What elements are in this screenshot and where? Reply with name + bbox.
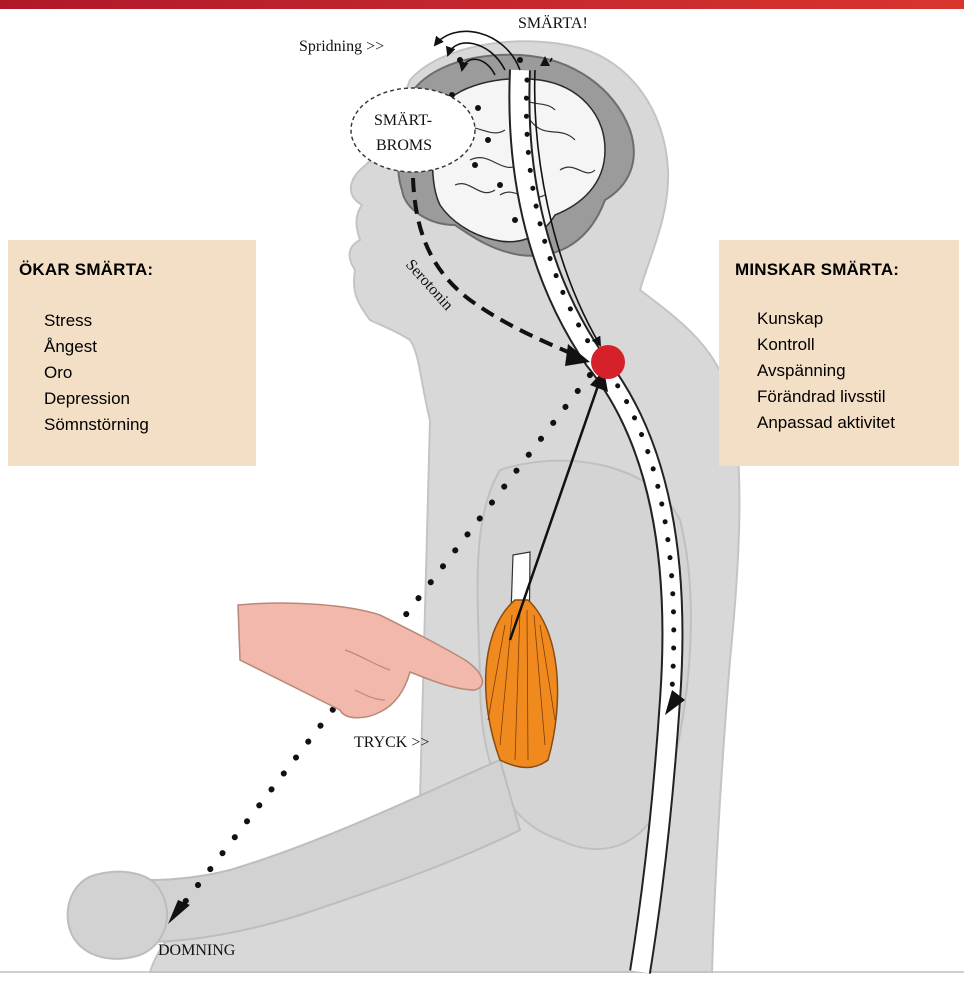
fist — [68, 872, 167, 959]
list-item: Ångest — [44, 334, 149, 360]
list-item: Anpassad aktivitet — [757, 410, 895, 436]
list-item: Avspänning — [757, 358, 895, 384]
label-pain: SMÄRTA! — [518, 14, 588, 32]
reduces-pain-list: Kunskap Kontroll Avspänning Förändrad li… — [757, 306, 895, 436]
list-item: Oro — [44, 360, 149, 386]
label-pressure: TRYCK >> — [354, 734, 429, 751]
label-numbness: DOMNING — [158, 942, 236, 959]
reduces-pain-title: MINSKAR SMÄRTA: — [735, 260, 899, 280]
list-item: Kontroll — [757, 332, 895, 358]
increases-pain-title: ÖKAR SMÄRTA: — [19, 260, 153, 280]
list-item: Sömnstörning — [44, 412, 149, 438]
label-pain-brake-2: BROMS — [376, 137, 432, 154]
label-pain-brake-1: SMÄRT- — [374, 111, 432, 129]
increases-pain-list: Stress Ångest Oro Depression Sömnstörnin… — [44, 308, 149, 438]
list-item: Förändrad livsstil — [757, 384, 895, 410]
increases-pain-panel: ÖKAR SMÄRTA: Stress Ångest Oro Depressio… — [8, 240, 256, 466]
reduces-pain-panel: MINSKAR SMÄRTA: Kunskap Kontroll Avspänn… — [719, 240, 959, 466]
pain-node — [591, 345, 625, 379]
label-spread: Spridning >> — [299, 38, 384, 55]
top-bar — [0, 0, 964, 9]
list-item: Depression — [44, 386, 149, 412]
pain-brake-ellipse — [351, 88, 475, 172]
list-item: Stress — [44, 308, 149, 334]
list-item: Kunskap — [757, 306, 895, 332]
